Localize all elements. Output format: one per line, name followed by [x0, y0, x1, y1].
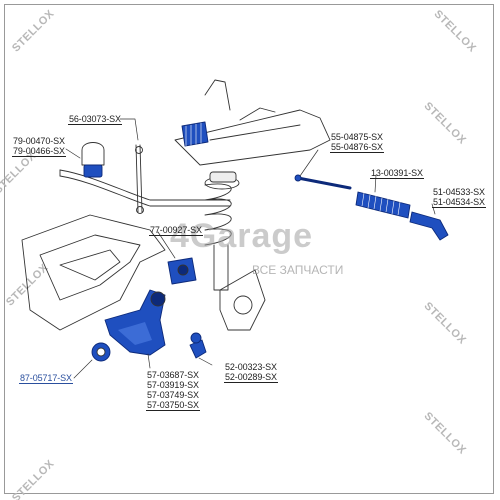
- leader-control-arm: [147, 353, 151, 369]
- leader-ball-joint: [198, 357, 213, 366]
- leader-stabilizer-bushing: [65, 148, 81, 159]
- label-control-arm[interactable]: 57-03687-SX 57-03919-SX 57-03749-SX 57-0…: [146, 370, 200, 411]
- stabilizer-bushing: [81, 142, 105, 166]
- tie-rod-inner: [296, 176, 352, 190]
- leader-stabilizer-link: [119, 118, 139, 141]
- 4garage-tagline: ВСЕ ЗАПЧАСТИ: [252, 263, 344, 277]
- label-stabilizer-bushing[interactable]: 79-00470-SX 79-00466-SX: [12, 136, 66, 157]
- subframe: [21, 214, 166, 331]
- label-steering-boot[interactable]: 13-00391-SX: [370, 168, 424, 179]
- diagram-border: [4, 4, 494, 494]
- steering-boot: [355, 191, 411, 219]
- steering-rack: [174, 109, 331, 166]
- leader-strut-bushing: [157, 231, 176, 259]
- leader-tie-rod-end: [431, 203, 436, 215]
- leader-tie-rod-inner: [299, 149, 319, 177]
- label-arm-silentblock[interactable]: 87-05717-SX: [19, 373, 73, 384]
- label-tie-rod-end[interactable]: 51-04533-SX 51-04534-SX: [432, 187, 486, 208]
- steering-knuckle: [219, 269, 266, 331]
- leader-steering-boot: [374, 174, 377, 193]
- leader-arm-silentblock: [73, 359, 93, 379]
- inner-boot: [181, 121, 209, 147]
- strut-top-mount: [209, 171, 237, 183]
- 4garage-watermark: 4Garage: [170, 217, 314, 255]
- stabilizer-bar: [59, 169, 231, 201]
- strut-spring: [204, 183, 232, 246]
- stabilizer-link: [135, 144, 139, 213]
- label-stabilizer-link[interactable]: 56-03073-SX: [68, 114, 122, 125]
- label-strut-bushing[interactable]: 77-00927-SX: [149, 225, 203, 236]
- tie-rod-end: [409, 211, 449, 241]
- label-ball-joint[interactable]: 52-00323-SX 52-00289-SX: [224, 362, 278, 383]
- label-tie-rod-inner[interactable]: 55-04875-SX 55-04876-SX: [330, 132, 384, 153]
